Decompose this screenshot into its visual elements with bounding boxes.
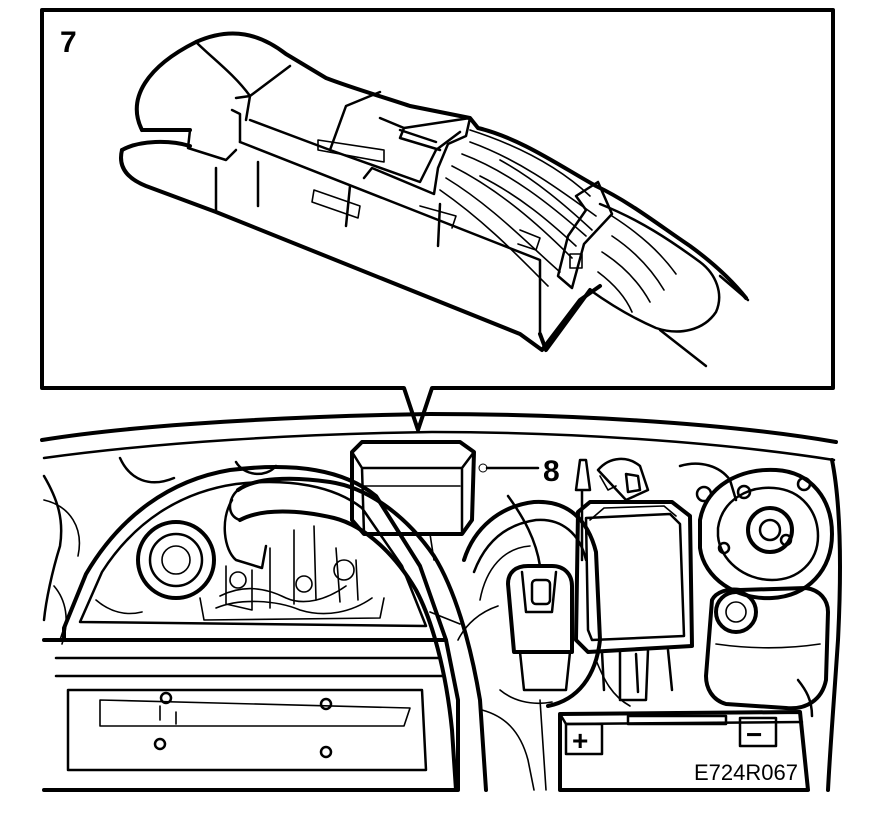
coolant-reservoir — [704, 586, 830, 718]
fuse-box — [574, 500, 694, 702]
inset-frame — [40, 8, 835, 432]
battery: + − — [558, 710, 810, 792]
inset-detail: 7 — [40, 8, 835, 432]
harness-connector-drawing — [119, 31, 750, 368]
brake-servo — [457, 499, 602, 708]
control-module-box — [350, 440, 476, 561]
engine-cover — [62, 465, 448, 642]
strut-tower — [698, 467, 834, 601]
engine-bay: 8 — [40, 412, 842, 792]
inset-callout-number: 7 — [60, 26, 77, 59]
oil-filler-cap — [136, 520, 216, 600]
front-panel — [42, 638, 460, 792]
battery-positive-terminal: + — [572, 725, 588, 756]
figure-reference-code: E724R067 — [694, 760, 798, 785]
box-callout-number: 8 — [543, 455, 560, 488]
intake-hose — [236, 476, 488, 792]
brake-fluid-reservoir — [499, 494, 574, 705]
battery-negative-terminal: − — [746, 719, 762, 750]
